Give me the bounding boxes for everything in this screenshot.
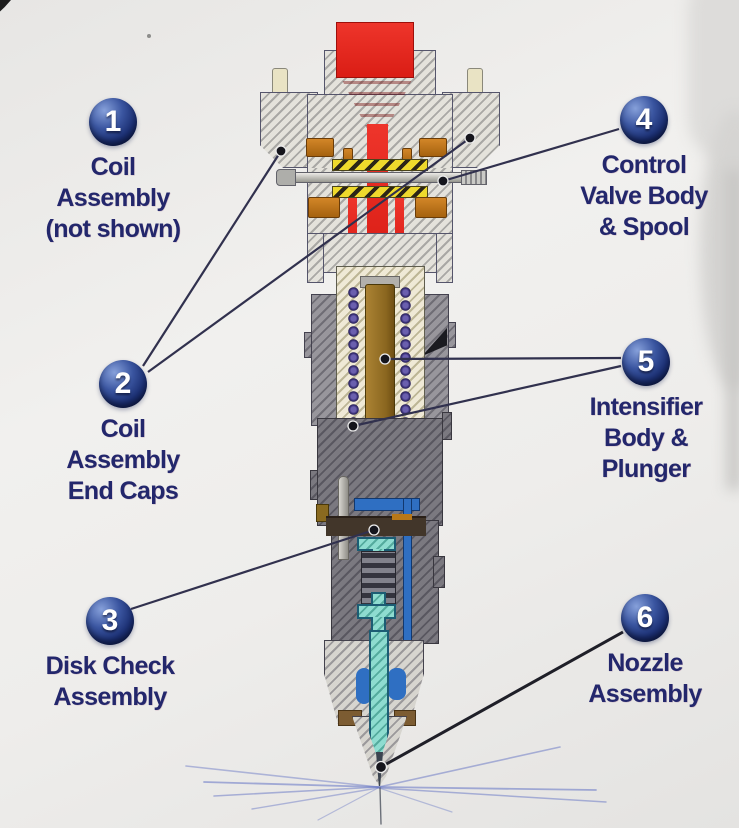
fuel-arc-left — [356, 668, 372, 704]
callout-label-4: Control Valve Body & Spool — [580, 151, 708, 241]
callout-label-5: Intensifier Body & Plunger — [589, 393, 703, 483]
callout-control-valve-body-spool: 4 Control Valve Body & Spool — [539, 96, 739, 243]
callout-badge-3: 3 — [86, 597, 134, 645]
armature-pin-right-nut — [461, 170, 487, 185]
body-bump-right — [442, 412, 452, 440]
callout-label-2: Coil Assembly End Caps — [66, 415, 180, 505]
fuel-spray — [185, 746, 607, 825]
callout-coil-assembly-end-caps: 2 Coil Assembly End Caps — [18, 360, 228, 507]
body-step-right — [433, 556, 445, 588]
corner-mark — [0, 0, 11, 12]
neck-tab-left — [307, 233, 324, 283]
plunger-spring-left — [345, 286, 362, 424]
disk-check-orifice — [392, 514, 412, 520]
end-cap-block-lower-left — [308, 197, 340, 218]
end-cap-block-lower-right — [415, 197, 447, 218]
fuel-inlet-red-block — [336, 22, 414, 78]
disk-check-seat-left — [316, 504, 329, 522]
callout-badge-1: 1 — [89, 98, 137, 146]
callout-coil-assembly: 1 Coil Assembly (not shown) — [8, 98, 218, 245]
coil-winding-upper — [332, 159, 428, 171]
coil-winding-lower — [332, 186, 428, 198]
end-cap-block-upper-left — [306, 138, 334, 157]
callout-badge-5: 5 — [622, 338, 670, 386]
callout-intensifier-body-plunger: 5 Intensifier Body & Plunger — [541, 338, 739, 485]
plunger-spring-right — [397, 286, 414, 424]
callout-badge-4: 4 — [620, 96, 668, 144]
callout-label-3: Disk Check Assembly — [45, 652, 175, 711]
neck-tab-right — [436, 233, 453, 283]
callout-disk-check-assembly: 3 Disk Check Assembly — [5, 597, 215, 713]
speck — [147, 34, 151, 38]
body-bump-left — [310, 470, 318, 500]
armature-pin-left-cap — [276, 169, 296, 186]
armature-pin — [277, 172, 486, 183]
callout-label-1: Coil Assembly (not shown) — [45, 153, 181, 243]
callout-label-6: Nozzle Assembly — [588, 649, 702, 708]
fuel-arc-right — [388, 668, 406, 700]
background-blob — [727, 170, 739, 490]
callout-badge-6: 6 — [621, 594, 669, 642]
barrel-bump-right — [448, 322, 456, 348]
callout-badge-2: 2 — [99, 360, 147, 408]
barrel-bump-left — [304, 332, 312, 358]
end-cap-block-upper-right — [419, 138, 447, 157]
callout-nozzle-assembly: 6 Nozzle Assembly — [540, 594, 739, 710]
